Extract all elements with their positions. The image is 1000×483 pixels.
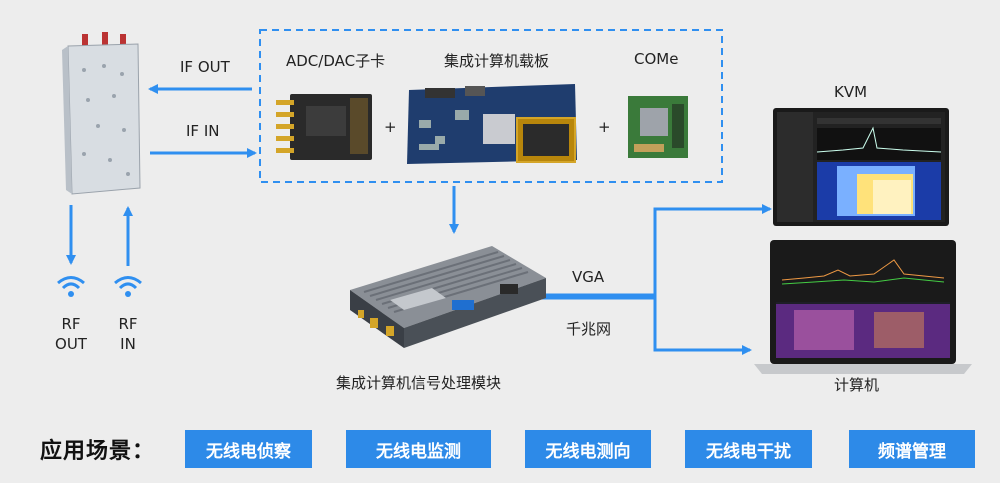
if-in-label: IF IN (186, 122, 220, 140)
rf-out-signal-icon (57, 276, 85, 297)
rf-in-signal-icon (114, 276, 142, 297)
carrier-board-label: 集成计算机载板 (444, 52, 550, 70)
rf-transceiver-device (62, 32, 141, 195)
scenario-radio-monitoring: 无线电监测 (346, 430, 491, 468)
board-group-box (259, 29, 723, 183)
gigabit-label: 千兆网 (566, 320, 612, 338)
signal-processing-module-image (350, 246, 546, 348)
if-out-label: IF OUT (180, 58, 230, 76)
plus-sign-2: + (598, 118, 611, 136)
adc-card-label: ADC/DAC子卡 (286, 52, 386, 70)
module-label: 集成计算机信号处理模块 (336, 374, 502, 392)
scenario-direction-finding: 无线电测向 (525, 430, 651, 468)
carrier-board-image (407, 84, 577, 164)
come-module-image (628, 96, 688, 158)
computer-label: 计算机 (834, 376, 880, 394)
laptop-image (754, 240, 972, 374)
kvm-label: KVM (834, 83, 868, 101)
vga-label: VGA (572, 268, 605, 286)
scenario-radio-reconnaissance: 无线电侦察 (185, 430, 312, 468)
come-label: COMe (634, 50, 679, 68)
gigabit-arrow (540, 296, 752, 355)
scenario-radio-jamming: 无线电干扰 (685, 430, 812, 468)
scenario-spectrum-management: 频谱管理 (849, 430, 975, 468)
scenarios-title: 应用场景： (40, 439, 156, 464)
plus-sign-1: + (384, 118, 397, 136)
kvm-monitor-image (773, 108, 949, 226)
vga-arrow (540, 204, 772, 297)
adc-dac-card-image (276, 94, 372, 160)
